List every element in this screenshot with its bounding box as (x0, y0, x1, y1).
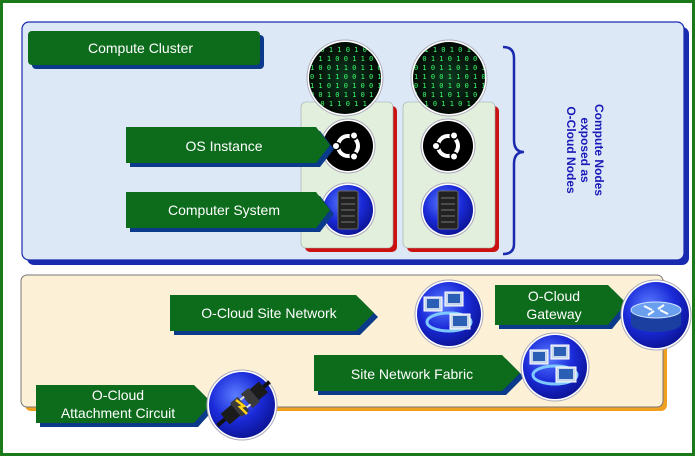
plug-icon (206, 369, 278, 441)
site-network-arrow (170, 295, 374, 331)
svg-text:1 0 1 1 0 1 0 0 1 1: 1 0 1 1 0 1 0 0 1 1 (414, 55, 494, 63)
ubuntu-icon (320, 118, 376, 174)
server-icon (420, 182, 476, 238)
brace (502, 45, 525, 256)
svg-text:1 0 1 1 0 1 1 0 0 1: 1 0 1 1 0 1 1 0 0 1 (414, 91, 494, 99)
computer-system-label: Computer System (168, 202, 280, 218)
svg-text:1 0 0 1 1 0 1 1 0 1: 1 0 0 1 1 0 1 1 0 1 (310, 64, 390, 72)
svg-text:0 1 1 0 0 1 1 0 1 0: 0 1 1 0 0 1 1 0 1 0 (310, 55, 390, 63)
side-label-line-3: O-Cloud Nodes (564, 106, 578, 194)
svg-text:1 0 1 1 0 1 0 0 1: 1 0 1 1 0 1 0 0 1 (312, 46, 384, 54)
compute-cluster-label: Compute Cluster (88, 40, 193, 56)
site-network-label: O-Cloud Site Network (201, 305, 337, 321)
svg-text:0 1 1 1 0 0 1 0 1 1: 0 1 1 1 0 0 1 0 1 1 (310, 73, 390, 81)
gateway-label-line-1: O-Cloud (528, 288, 580, 304)
server-icon (320, 182, 376, 238)
computer-system-arrow (126, 192, 330, 228)
os-instance-arrow (126, 127, 330, 163)
side-label: Compute Nodes exposed as O-Cloud Nodes (564, 104, 606, 196)
gateway-arrow (495, 285, 626, 325)
attachment-label-line-2: Attachment Circuit (61, 405, 175, 421)
svg-text:0 1 0 1 1 0 1 0 1 0: 0 1 0 1 1 0 1 0 1 0 (414, 64, 494, 72)
attachment-arrow (36, 385, 212, 423)
network-computers-icon (414, 279, 484, 349)
site-network-fabric-arrow (314, 355, 520, 391)
gateway-label-line-2: Gateway (526, 306, 581, 322)
matrix-icon: 0 1 1 0 1 0 1 1 0 1 0 1 1 0 1 0 0 1 1 0 … (410, 39, 494, 117)
svg-text:0 1 0 1 1 0 1 1 0: 0 1 0 1 1 0 1 1 0 (416, 100, 488, 108)
router-icon (620, 279, 692, 351)
os-instance-label: OS Instance (185, 138, 262, 154)
side-label-line-2: exposed as (578, 117, 592, 183)
svg-text:1 1 0 0 1 1 0 1 0 1: 1 1 0 0 1 1 0 1 0 1 (414, 73, 494, 81)
svg-text:1 1 0 1 0 1 0 0 1 0: 1 1 0 1 0 1 0 0 1 0 (310, 82, 390, 90)
network-computers-icon (520, 332, 590, 402)
svg-text:0 1 1 0 1 0 1 1 0: 0 1 1 0 1 0 1 1 0 (416, 46, 488, 54)
matrix-icon: 1 0 1 1 0 1 0 0 1 0 1 1 0 0 1 1 0 1 0 1 … (306, 39, 390, 117)
site-network-fabric-label: Site Network Fabric (351, 366, 473, 382)
compute-cluster-label-box (28, 31, 260, 65)
attachment-label-line-1: O-Cloud (92, 387, 144, 403)
svg-text:0 0 1 0 1 1 0 1 1 0: 0 0 1 0 1 1 0 1 1 0 (310, 91, 390, 99)
svg-text:0 1 1 0 1 0 0 1 1 0: 0 1 1 0 1 0 0 1 1 0 (414, 82, 494, 90)
ubuntu-icon (420, 118, 476, 174)
svg-text:1 0 1 1 0 1 1 0 1: 1 0 1 1 0 1 1 0 1 (312, 100, 384, 108)
side-label-line-1: Compute Nodes (592, 104, 606, 196)
